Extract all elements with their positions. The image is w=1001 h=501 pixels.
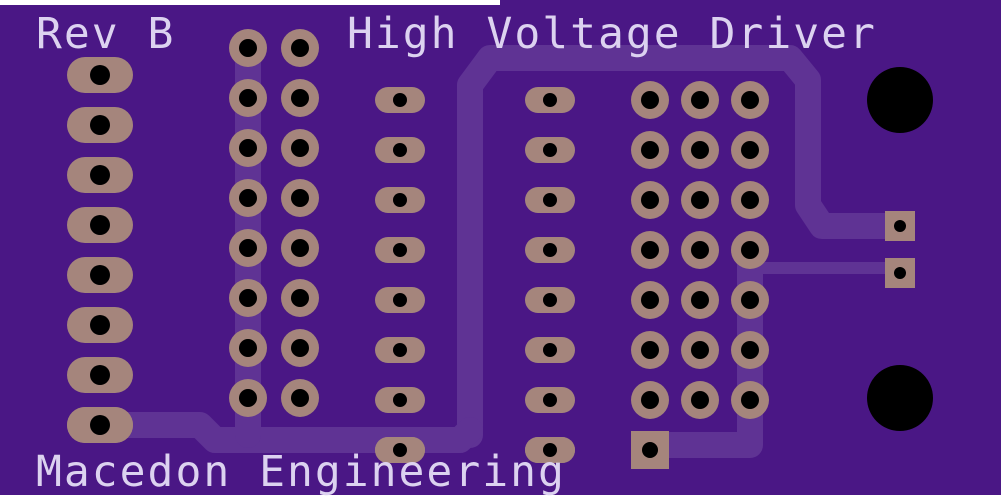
driver-pad [681,381,719,419]
component-pad [375,387,425,413]
connector-pad [67,107,133,143]
component-pad [375,87,425,113]
driver-pad [631,281,669,319]
mounting-hole-top [867,67,933,133]
component-pad [525,87,575,113]
header-pad [281,79,319,117]
driver-pad [731,181,769,219]
header-pad [281,279,319,317]
connector-pad [67,157,133,193]
driver-pad [731,231,769,269]
component-pad [525,337,575,363]
header-pad [229,179,267,217]
driver-pad [681,81,719,119]
header-pad [281,179,319,217]
driver-pad [631,331,669,369]
driver-pad [731,381,769,419]
header-pad [229,329,267,367]
trace-bottom [87,412,483,453]
header-pad [281,329,319,367]
component-pad [375,237,425,263]
driver-pad [681,131,719,169]
driver-pad [731,331,769,369]
pads [67,29,915,469]
component-pad [525,437,575,463]
maker-label: Macedon Engineering [36,447,566,497]
board-title: High Voltage Driver [347,9,877,59]
component-pad [525,237,575,263]
component-pad [375,337,425,363]
header-pad [229,129,267,167]
component-pad [525,187,575,213]
header-pad [281,229,319,267]
driver-pad [681,181,719,219]
header-pad [229,229,267,267]
component-pad [375,287,425,313]
component-pad [525,137,575,163]
connector-pad [67,407,133,443]
driver-pad [681,331,719,369]
output-pad [885,211,915,241]
component-pad [375,137,425,163]
driver-pad [731,81,769,119]
driver-pad [681,231,719,269]
driver-pad [681,281,719,319]
driver-pad [631,231,669,269]
header-pad [281,29,319,67]
driver-pad [631,181,669,219]
header-pad [229,29,267,67]
component-pad [375,437,425,463]
trace-hv-out [457,45,913,448]
driver-pad [631,131,669,169]
component-pad [525,287,575,313]
connector-pad [67,307,133,343]
output-pad [885,258,915,288]
component-pad [525,387,575,413]
driver-pad [631,81,669,119]
connector-pad [67,257,133,293]
mounting-hole-bottom [867,365,933,431]
header-pad [229,279,267,317]
driver-pad [631,381,669,419]
revision-label: Rev B [36,9,176,59]
connector-pad [67,207,133,243]
connector-pad [67,57,133,93]
connector-pad [67,357,133,393]
pin1-square-pad [631,431,669,469]
header-pad [281,379,319,417]
header-pad [229,79,267,117]
driver-pad [731,131,769,169]
component-pad [375,187,425,213]
driver-pad [731,281,769,319]
header-pad [281,129,319,167]
header-pad [229,379,267,417]
